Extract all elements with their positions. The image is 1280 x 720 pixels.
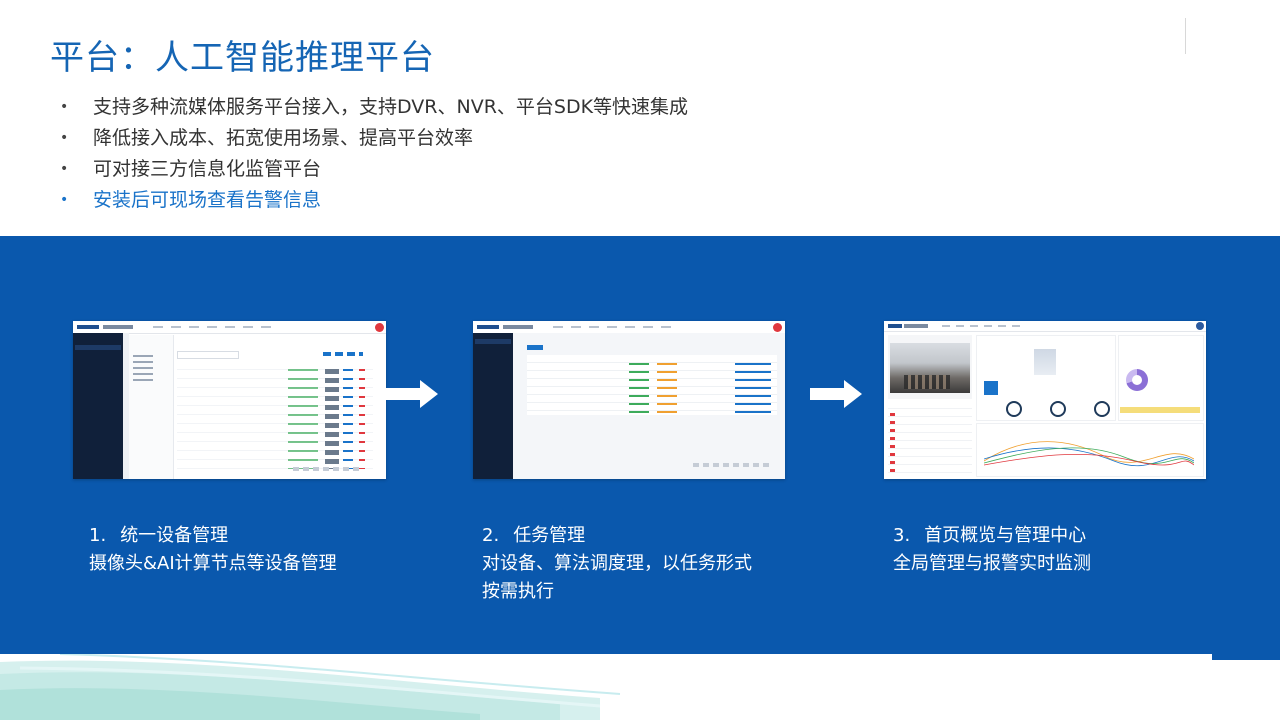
feature-item: • 可对接三方信息化监管平台 bbox=[60, 154, 688, 185]
feature-item-highlight: • 安装后可现场查看告警信息 bbox=[60, 185, 688, 216]
step-title: 首页概览与管理中心 bbox=[924, 525, 1087, 546]
step-3-heading: 3. 首页概览与管理中心 bbox=[893, 522, 1091, 550]
step-2-heading: 2. 任务管理 bbox=[482, 522, 752, 550]
bullet-dot-icon: • bbox=[60, 99, 69, 115]
step-number: 1. bbox=[89, 525, 107, 546]
step-1-caption: 1. 统一设备管理 摄像头&AI计算节点等设备管理 bbox=[89, 522, 337, 578]
decorative-wave bbox=[0, 654, 1280, 720]
title-divider bbox=[1185, 18, 1186, 54]
step-title: 统一设备管理 bbox=[120, 525, 229, 546]
feature-list: • 支持多种流媒体服务平台接入，支持DVR、NVR、平台SDK等快速集成 • 降低接… bbox=[60, 92, 688, 216]
dashboard-overview-screenshot bbox=[884, 321, 1206, 479]
step-description: 对设备、算法调度理，以任务形式 bbox=[482, 553, 752, 574]
step-description: 全局管理与报警实时监测 bbox=[893, 553, 1091, 574]
feature-text: 降低接入成本、拓宽使用场景、提高平台效率 bbox=[93, 127, 474, 149]
step-description: 摄像头&AI计算节点等设备管理 bbox=[89, 553, 337, 574]
feature-item: • 降低接入成本、拓宽使用场景、提高平台效率 bbox=[60, 123, 688, 154]
step-description-continued: 按需执行 bbox=[482, 581, 554, 602]
step-number: 3. bbox=[893, 525, 911, 546]
step-2-caption: 2. 任务管理 对设备、算法调度理，以任务形式 按需执行 bbox=[482, 522, 752, 606]
right-arrow-icon bbox=[386, 380, 438, 408]
feature-text: 安装后可现场查看告警信息 bbox=[93, 189, 322, 211]
feature-item: • 支持多种流媒体服务平台接入，支持DVR、NVR、平台SDK等快速集成 bbox=[60, 92, 688, 123]
step-3-caption: 3. 首页概览与管理中心 全局管理与报警实时监测 bbox=[893, 522, 1091, 578]
step-title: 任务管理 bbox=[513, 525, 586, 546]
page-title: 平台：人工智能推理平台 bbox=[50, 38, 435, 78]
step-1-heading: 1. 统一设备管理 bbox=[89, 522, 337, 550]
bullet-dot-icon: • bbox=[60, 130, 69, 146]
bullet-dot-icon: • bbox=[60, 192, 69, 208]
trend-lines bbox=[984, 441, 1194, 467]
right-arrow-icon bbox=[810, 380, 862, 408]
device-management-screenshot bbox=[73, 321, 386, 479]
task-management-screenshot bbox=[473, 321, 785, 479]
feature-text: 可对接三方信息化监管平台 bbox=[93, 158, 322, 180]
step-number: 2. bbox=[482, 525, 500, 546]
feature-text: 支持多种流媒体服务平台接入，支持DVR、NVR、平台SDK等快速集成 bbox=[93, 96, 689, 118]
bullet-dot-icon: • bbox=[60, 161, 69, 177]
